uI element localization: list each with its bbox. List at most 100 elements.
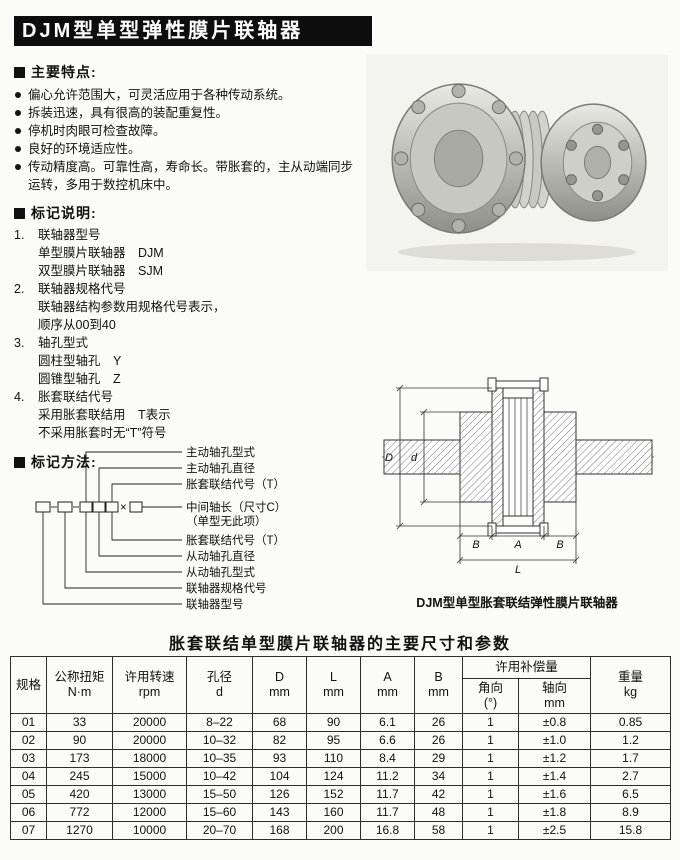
table-cell: 13000 [112, 785, 187, 804]
table-cell: 420 [46, 785, 113, 804]
col-header-speed: 许用转速 rpm [112, 656, 187, 714]
marking-item-title: 联轴器规格代号 [38, 282, 126, 296]
code-box [105, 501, 119, 513]
header-line: 轴向 [542, 681, 568, 695]
header-line: B [434, 670, 443, 684]
table-cell: 10–32 [186, 731, 253, 750]
table-cell: 26 [414, 731, 463, 750]
list-item: 偏心允许范围大，可灵活应用于各种传动系统。 [14, 86, 362, 104]
header-line: mm [269, 685, 290, 699]
table-cell: 152 [306, 785, 361, 804]
table-cell: 245 [46, 767, 113, 786]
bolt-head [411, 202, 426, 217]
dim-label-B2: B [556, 539, 563, 551]
bolt-head [451, 218, 466, 233]
features-section: 主要特点: 偏心允许范围大，可灵活应用于各种传动系统。 拆装迅速，具有很高的装配… [14, 62, 362, 194]
connector-line [98, 512, 182, 557]
table-cell: 06 [10, 803, 47, 822]
dimension-tick [456, 556, 464, 564]
col-header-compensation: 许用补偿量 [461, 656, 592, 679]
table-cell: 10–35 [186, 749, 253, 768]
method-label: 主动轴孔型式 [186, 445, 255, 459]
table-title: 胀套联结单型膜片联轴器的主要尺寸和参数 [168, 636, 511, 653]
marking-item-line: 圆柱型轴孔 Y [38, 354, 122, 368]
table-cell: 1270 [46, 821, 113, 840]
bullet-icon [15, 128, 21, 134]
table-cell: 07 [10, 821, 47, 840]
table-cell: 90 [46, 731, 113, 750]
table-cell: 6.1 [360, 713, 415, 732]
right-shaft [575, 439, 653, 475]
table-cell: 26 [414, 713, 463, 732]
table-cell: 1 [462, 803, 519, 822]
table-cell: 12000 [112, 803, 187, 822]
feature-text: 停机时肉眼可检查故障。 [28, 124, 166, 138]
marking-item-number: 2. [14, 282, 25, 296]
feature-text: 拆装迅速，具有很高的装配重复性。 [28, 106, 229, 120]
table-cell: 33 [46, 713, 113, 732]
marking-item-number: 4. [14, 390, 25, 404]
marking-item-line: 双型膜片联轴器 SJM [38, 264, 164, 278]
designation-labels: 主动轴孔型式 主动轴孔直径 胀套联结代号（T） 中间轴长（尺寸C） （单型无此项… [186, 445, 286, 611]
header-line: mm [544, 696, 565, 710]
table-cell: 05 [10, 785, 47, 804]
bolt-head [591, 123, 604, 135]
method-label: 中间轴长（尺寸C） [186, 500, 286, 514]
marking-item: 3. 轴孔型式 圆柱型轴孔 Y 圆锥型轴孔 Z [14, 334, 362, 388]
header-line: mm [428, 685, 449, 699]
table-header: 规格 公称扭矩 N·m 许用转速 rpm 孔径 d D mm [10, 656, 672, 714]
table-cell: 68 [252, 713, 307, 732]
col-header-L: L mm [306, 656, 361, 714]
marking-item-head: 3. 轴孔型式 [14, 334, 362, 352]
bolt-head [491, 100, 506, 115]
table-cell: 11.7 [360, 803, 415, 822]
header-line: rpm [138, 685, 161, 699]
method-heading: 标记方法: [14, 452, 97, 472]
header-line: (°) [483, 696, 498, 710]
bolt-head [565, 174, 577, 186]
connector-line [64, 512, 182, 589]
col-header-angular: 角向 (°) [462, 678, 519, 714]
marking-item-line: 联轴器结构参数用规格代号表示， [38, 300, 226, 314]
table-cell: 04 [10, 767, 47, 786]
bolt-shaft [495, 380, 541, 389]
table-cell: 124 [306, 767, 361, 786]
bolt-head [451, 83, 466, 99]
table-cell: 126 [252, 785, 307, 804]
table-cell: 82 [252, 731, 307, 750]
bolt-head [565, 139, 577, 151]
dim-label-L: L [515, 564, 521, 576]
feature-text: 传动精度高。可靠性高，寿命长。带胀套的，主从动端同步运转，多用于数控机床中。 [28, 160, 354, 192]
table-cell: 20000 [112, 713, 187, 732]
table-cell: 58 [414, 821, 463, 840]
marking-heading-text: 标记说明: [31, 205, 97, 221]
table-cell: 1 [462, 713, 519, 732]
table-cell: 110 [306, 749, 361, 768]
marking-item-title: 胀套联结代号 [38, 390, 114, 404]
marking-item-head: 2. 联轴器规格代号 [14, 280, 362, 298]
method-label: 联轴器规格代号 [186, 581, 267, 595]
bolt-shaft [495, 525, 541, 534]
table-cell: 15000 [112, 767, 187, 786]
header-line: 孔径 [206, 670, 232, 684]
marking-item-title: 联轴器型号 [38, 228, 101, 242]
section-marker-icon [14, 66, 25, 78]
table-cell: 03 [10, 749, 47, 768]
col-header-torque: 公称扭矩 N·m [46, 656, 113, 714]
table-cell: 02 [10, 731, 47, 750]
list-item: 停机时肉眼可检查故障。 [14, 122, 362, 140]
header-line: kg [623, 685, 638, 699]
table-cell: 1 [462, 785, 519, 804]
header-line: 公称扭矩 [54, 670, 105, 684]
marking-heading: 标记说明: [14, 204, 362, 222]
col-header-A: A mm [360, 656, 415, 714]
list-item: 良好的环境适应性。 [14, 140, 362, 158]
membrane-pack [502, 397, 534, 517]
table-cell: 143 [252, 803, 307, 822]
left-hub [459, 411, 493, 503]
section-view [382, 377, 656, 537]
table-cell: 160 [306, 803, 361, 822]
